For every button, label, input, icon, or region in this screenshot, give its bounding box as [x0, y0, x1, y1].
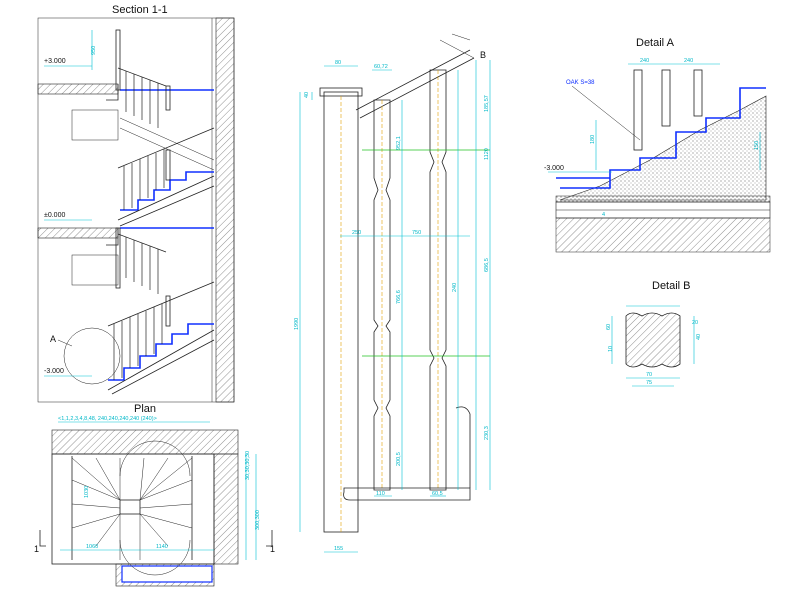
bal-dim-6: 250 — [352, 230, 361, 236]
level-zero: ±0.000 — [44, 212, 65, 219]
plan-view: Plan <1,1,2,3,4,8,48, 240,240,240,240 (2… — [34, 403, 275, 587]
level-upper: +3.000 — [44, 58, 66, 65]
slab-upper — [37, 83, 119, 95]
bal-dim-15: 155 — [334, 546, 343, 552]
detail-a-dim-4: 150 — [754, 141, 760, 150]
cut-marker-left: 1 — [34, 544, 39, 554]
plan-dim-bottom-left: 1060 — [86, 544, 98, 550]
bal-dim-2: 60,72 — [374, 64, 388, 70]
bal-dim-7: 750 — [412, 230, 421, 236]
plan-dim-bottom-right: 1140 — [156, 544, 168, 550]
detail-b-dim-4: 75 — [646, 380, 652, 386]
bal-dim-5: 952,1 — [396, 136, 402, 150]
callout-a-label: A — [50, 334, 56, 344]
detail-a-level: -3.000 — [544, 165, 564, 172]
bal-dim-9: 686,5 — [484, 258, 490, 272]
bal-dim-14: 230,3 — [484, 426, 490, 440]
section-view: Section 1-1 — [37, 4, 235, 403]
bal-dim-11: 240 — [452, 283, 458, 292]
bal-dim-16: 110 — [376, 491, 385, 497]
bal-dim-10: 1990 — [294, 318, 300, 330]
detail-b-dim-5: 10 — [608, 346, 614, 352]
section-title: Section 1-1 — [112, 4, 168, 16]
plan-dim-side-2: 300,300 — [255, 510, 261, 530]
detail-a-title: Detail A — [636, 37, 675, 49]
plan-dim-top: <1,1,2,3,4,8,48, 240,240,240,240 (240)> — [58, 416, 157, 422]
detail-a-dim-5: 4 — [602, 212, 605, 218]
detail-a-dim-3: 180 — [590, 135, 596, 144]
detail-b: Detail B 60 40 70 75 10 20 — [606, 280, 702, 387]
detail-a-dim-1: 240 — [640, 58, 649, 64]
right-wall — [215, 17, 235, 403]
bal-dim-8: 766,6 — [396, 290, 402, 304]
detail-b-dim-2: 40 — [696, 334, 702, 340]
detail-a-material: OAK S=38 — [566, 80, 595, 86]
detail-b-title: Detail B — [652, 280, 691, 292]
baluster-elevation: B 80 60,72 40 185,57 952,1 250 — [294, 33, 491, 553]
detail-a-dim-2: 240 — [684, 58, 693, 64]
bal-dim-1: 80 — [335, 60, 341, 66]
detail-b-dim-6: 20 — [692, 320, 698, 326]
baluster-1 — [373, 99, 391, 491]
callout-b-label: B — [480, 50, 486, 60]
detail-a: Detail A 240 240 -3.000 OAK S=38 180 150… — [544, 37, 771, 253]
plan-title: Plan — [134, 403, 156, 415]
detail-b-dim-1: 60 — [606, 324, 612, 330]
detail-a-callout-circle — [63, 327, 121, 385]
detail-b-dim-3: 70 — [646, 372, 652, 378]
plan-wall-right — [213, 453, 239, 565]
level-lower: -3.000 — [44, 368, 64, 375]
bal-dim-12: 1120 — [484, 148, 490, 160]
plan-wall-top — [51, 429, 239, 455]
bal-dim-4: 185,57 — [484, 95, 490, 112]
handrail-profile — [625, 312, 681, 368]
slab-middle — [37, 227, 119, 239]
bal-dim-17: 60,5 — [432, 491, 443, 497]
plan-dim-side-1: 30,30,30,30 — [245, 451, 251, 480]
section-dim-top: 950 — [91, 46, 97, 55]
bal-dim-13: 200,5 — [396, 452, 402, 466]
bal-dim-3: 40 — [304, 92, 310, 98]
cut-marker-right: 1 — [270, 544, 275, 554]
plan-dim-inner: 1030 — [84, 486, 90, 498]
baluster-2 — [429, 69, 447, 491]
